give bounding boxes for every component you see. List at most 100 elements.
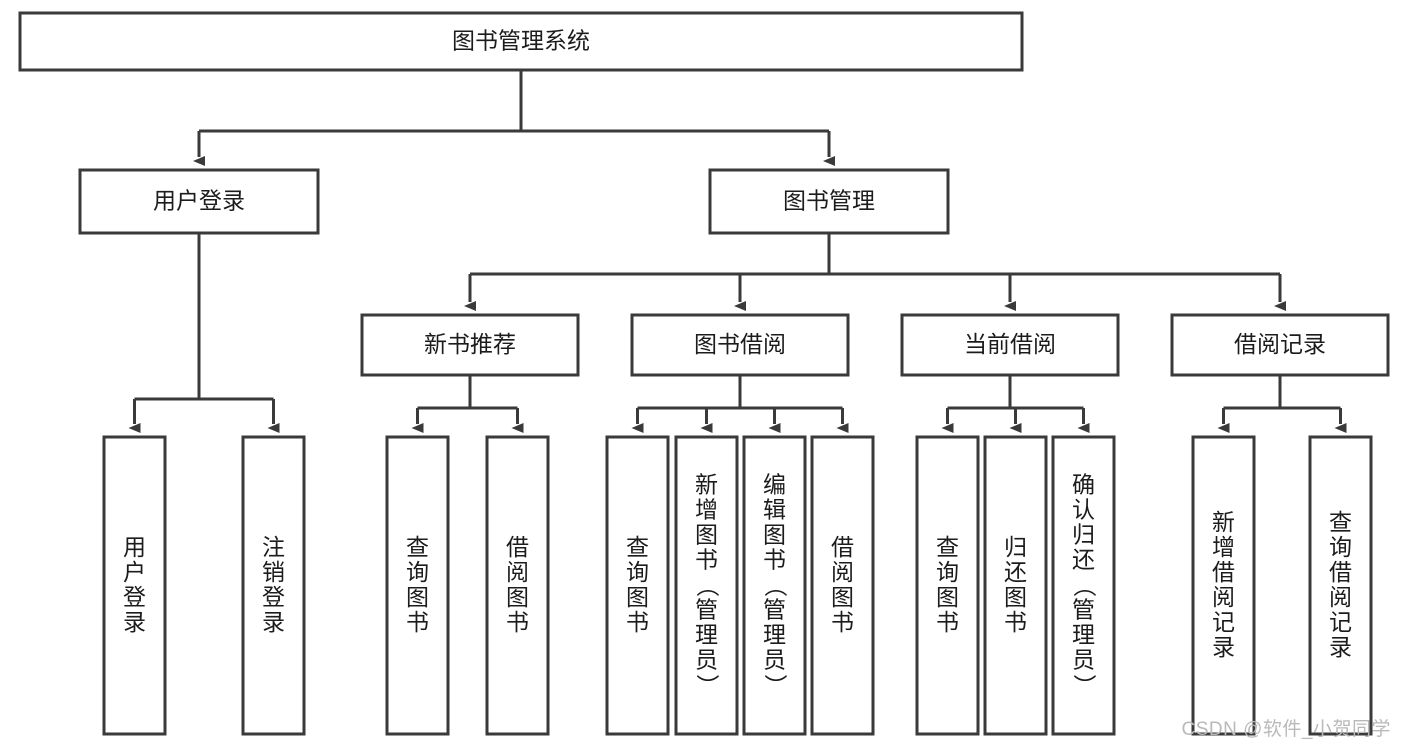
- svg-text:询: 询: [406, 559, 429, 585]
- connector-图书借阅-to-leaves: [631, 375, 849, 433]
- svg-text:录: 录: [1329, 634, 1352, 660]
- svg-text:图: 图: [406, 584, 429, 610]
- svg-text:阅: 阅: [1212, 584, 1235, 610]
- svg-text:书: 书: [626, 609, 649, 635]
- svg-text:图: 图: [506, 584, 529, 610]
- svg-text:还: 还: [1004, 559, 1027, 585]
- svg-text:）: ）: [763, 674, 789, 697]
- svg-text:图: 图: [1004, 584, 1027, 610]
- node-label: 图书管理: [783, 188, 875, 214]
- node-level1-用户登录[interactable]: 用户登录: [78, 168, 320, 235]
- node-box: [18, 11, 1024, 72]
- node-level2-图书借阅[interactable]: 图书借阅: [630, 313, 850, 377]
- node-box: [605, 435, 670, 736]
- connector-当前借阅-to-leaves: [941, 375, 1090, 433]
- connector-root-to-level1: [193, 70, 835, 166]
- svg-text:（: （: [1072, 574, 1098, 597]
- svg-text:销: 销: [262, 559, 285, 585]
- svg-text:归: 归: [1072, 522, 1095, 548]
- svg-text:图: 图: [695, 522, 718, 548]
- node-label: 用户登录: [153, 188, 245, 214]
- node-leaf-用户登录[interactable]: 用户登录: [102, 435, 167, 736]
- svg-text:新: 新: [695, 472, 718, 498]
- svg-text:员: 员: [1072, 647, 1095, 673]
- node-box: [742, 435, 807, 736]
- node-level2-当前借阅[interactable]: 当前借阅: [900, 313, 1120, 377]
- svg-text:查: 查: [626, 534, 649, 560]
- node-label: 图书借阅: [694, 331, 786, 357]
- svg-text:认: 认: [1072, 497, 1095, 523]
- svg-text:询: 询: [1329, 534, 1352, 560]
- node-box: [385, 435, 450, 736]
- connector-bookmgmt-to-level2: [464, 233, 1286, 311]
- svg-text:员: 员: [695, 647, 718, 673]
- svg-text:员: 员: [763, 647, 786, 673]
- svg-text:辑: 辑: [763, 497, 786, 523]
- svg-text:理: 理: [695, 622, 718, 648]
- node-box: [485, 435, 550, 736]
- node-box: [1191, 435, 1256, 736]
- node-box: [1051, 435, 1116, 736]
- svg-text:管: 管: [1072, 597, 1095, 623]
- connector-userlogin-to-leaves: [128, 233, 280, 433]
- svg-text:理: 理: [1072, 622, 1095, 648]
- node-box: [900, 313, 1120, 377]
- svg-text:录: 录: [123, 609, 146, 635]
- node-box: [1170, 313, 1390, 377]
- node-box: [674, 435, 739, 736]
- svg-text:书: 书: [506, 609, 529, 635]
- svg-text:管: 管: [695, 597, 718, 623]
- node-level1-图书管理[interactable]: 图书管理: [708, 168, 950, 235]
- svg-text:登: 登: [123, 584, 146, 610]
- node-boxes: 图书管理系统用户登录图书管理新书推荐图书借阅当前借阅借阅记录用户登录注销登录查询…: [18, 11, 1390, 736]
- node-root-图书管理系统[interactable]: 图书管理系统: [18, 11, 1024, 72]
- svg-text:图: 图: [626, 584, 649, 610]
- svg-text:查: 查: [406, 534, 429, 560]
- svg-text:理: 理: [763, 622, 786, 648]
- svg-text:录: 录: [262, 609, 285, 635]
- svg-text:户: 户: [123, 559, 146, 585]
- svg-text:借: 借: [1212, 559, 1235, 585]
- connector-lines: [128, 70, 1347, 433]
- svg-text:）: ）: [1072, 674, 1098, 697]
- svg-text:书: 书: [936, 609, 959, 635]
- svg-text:询: 询: [936, 559, 959, 585]
- connector-借阅记录-to-leaves: [1217, 375, 1347, 433]
- node-box: [78, 168, 320, 235]
- node-level2-新书推荐[interactable]: 新书推荐: [360, 313, 580, 377]
- node-label: 图书管理系统: [452, 28, 590, 54]
- connector-新书推荐-to-leaves: [411, 375, 524, 433]
- svg-text:归: 归: [1004, 534, 1027, 560]
- svg-text:书: 书: [763, 547, 786, 573]
- svg-text:增: 增: [1212, 534, 1235, 560]
- node-level2-借阅记录[interactable]: 借阅记录: [1170, 313, 1390, 377]
- node-box: [810, 435, 875, 736]
- node-label: 当前借阅: [964, 331, 1056, 357]
- svg-text:增: 增: [695, 497, 718, 523]
- svg-text:阅: 阅: [506, 559, 529, 585]
- svg-text:阅: 阅: [1329, 584, 1352, 610]
- node-label: 借阅记录: [1234, 331, 1326, 357]
- svg-text:登: 登: [262, 584, 285, 610]
- svg-text:（: （: [695, 574, 721, 597]
- svg-text:借: 借: [506, 534, 529, 560]
